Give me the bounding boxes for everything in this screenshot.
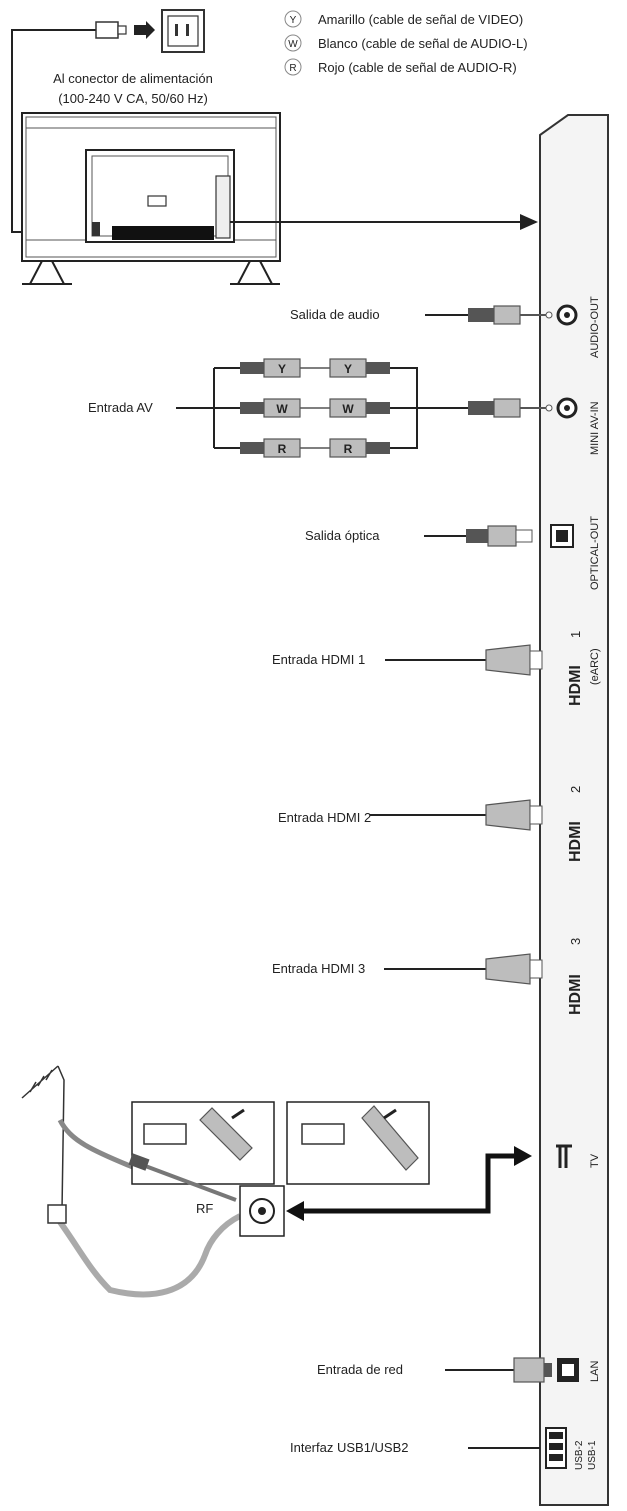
legend-symbol-y	[284, 10, 302, 28]
rf-coax-cables	[47, 1153, 242, 1298]
port-lan: LAN	[589, 1361, 601, 1382]
av-plug-r-right: R	[344, 442, 353, 456]
legend-symbol-r	[284, 58, 302, 76]
legend-text-r: Rojo (cable de señal de AUDIO-R)	[318, 60, 517, 75]
power-label-line2: (100-240 V CA, 50/60 Hz)	[58, 91, 208, 106]
label-hdmi2: Entrada HDMI 2	[278, 810, 371, 825]
arrow-right-icon	[134, 21, 155, 39]
port-optical-out: OPTICAL-OUT	[589, 516, 601, 590]
port-audio-out: AUDIO-OUT	[589, 296, 601, 358]
label-usb: Interfaz USB1/USB2	[290, 1440, 409, 1455]
label-lan: Entrada de red	[317, 1362, 403, 1377]
port-tv: TV	[589, 1153, 601, 1168]
av-in-cables	[176, 358, 553, 458]
legend-symbol-w-text: W	[288, 39, 298, 50]
hdmi1-cable	[385, 644, 543, 676]
hdmi2-cable	[370, 799, 543, 831]
hdmi3-cable	[384, 953, 543, 985]
av-plug-w-left: W	[276, 402, 288, 416]
power-cable	[11, 9, 205, 233]
label-optical-out: Salida óptica	[305, 528, 380, 543]
rf-inset-boxes	[131, 1101, 430, 1185]
label-rf: RF	[196, 1201, 213, 1216]
rf-double-arrow	[286, 1146, 532, 1221]
hdmi3-number: 3	[568, 938, 583, 945]
antenna-icon	[21, 1065, 141, 1211]
av-plug-y-right: Y	[344, 362, 352, 376]
legend-symbol-w	[284, 34, 302, 52]
legend-text-y: Amarillo (cable de señal de VIDEO)	[318, 12, 523, 27]
av-plug-r-left: R	[278, 442, 287, 456]
av-plug-y-left: Y	[278, 362, 286, 376]
hdmi1-number: 1	[568, 631, 583, 638]
legend: Y Amarillo (cable de señal de VIDEO) W B…	[284, 10, 528, 76]
hdmi2-number: 2	[568, 786, 583, 793]
optical-cable	[424, 525, 533, 547]
power-label-line1: Al conector de alimentación	[53, 71, 213, 86]
antenna-port-icon	[556, 1144, 572, 1168]
legend-symbol-y-text: Y	[290, 15, 297, 26]
label-hdmi1: Entrada HDMI 1	[272, 652, 365, 667]
port-usb2: USB-2	[574, 1440, 585, 1470]
hdmi1-logo: HDMI	[567, 665, 584, 706]
hdmi2-logo: HDMI	[567, 821, 584, 862]
av-plug-w-right: W	[342, 402, 354, 416]
tv-to-panel-arrow	[230, 214, 538, 230]
audio-out-cable	[425, 305, 553, 325]
legend-text-w: Blanco (cable de señal de AUDIO-L)	[318, 36, 528, 51]
usb-ports-icon	[545, 1427, 567, 1469]
tv-back-illustration	[21, 112, 281, 285]
hdmi1-earc: (eARC)	[589, 648, 601, 685]
lan-cable	[445, 1357, 552, 1383]
label-audio-out: Salida de audio	[290, 307, 380, 322]
label-hdmi3: Entrada HDMI 3	[272, 961, 365, 976]
rf-wall-socket	[239, 1185, 285, 1237]
hdmi3-logo: HDMI	[567, 974, 584, 1015]
label-av-in: Entrada AV	[88, 400, 153, 415]
legend-symbol-r-text: R	[289, 63, 296, 74]
power-plug-icon	[95, 21, 119, 39]
tv-side-panel	[539, 114, 609, 1506]
port-mini-av-in: MINI AV-IN	[589, 401, 601, 455]
port-usb1: USB-1	[587, 1440, 598, 1470]
